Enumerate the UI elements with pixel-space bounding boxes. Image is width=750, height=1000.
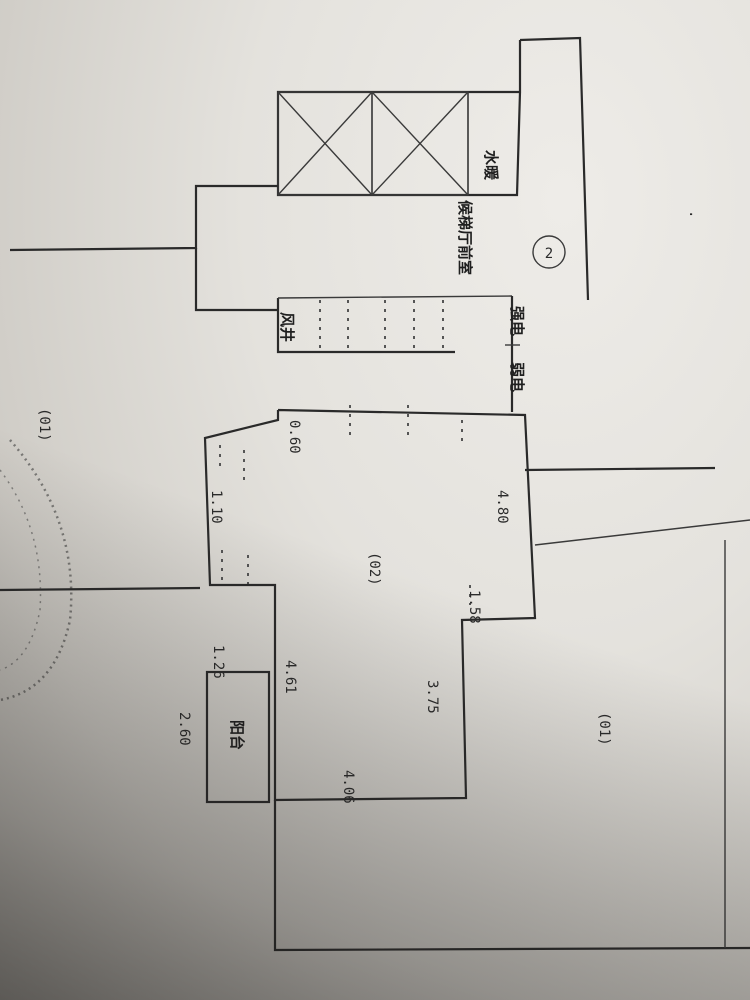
dimension-3-75: 3.75 [424,680,440,714]
shaft-top-line [277,295,513,299]
lower-left-wall [0,586,201,592]
weak-current-label: 弱电 [508,362,526,392]
dimension-0-60: 0.60 [286,420,302,454]
strong-current-label: 强电 [508,306,526,336]
dimension-4-06: 4.06 [340,770,356,804]
dimension-4-61: 4.61 [282,660,298,694]
balcony-label: 阳台 [228,720,246,750]
lobby-wall [9,184,278,252]
wind-shaft-label: 风井 [278,312,296,342]
elevator-shafts [277,91,469,196]
dimension-1-58: 1.58 [466,590,482,624]
lobby-lower-wall [194,248,278,312]
dimension-2-60: 2.60 [176,712,192,746]
dimension-4-80: 4.80 [494,490,510,524]
water-room-label: 水暖 [482,150,500,181]
right-partition [524,466,716,472]
unit-02-wall [203,408,537,802]
dashed-markers [219,300,471,605]
lower-right-wall [273,800,750,952]
paper-fold-line [534,519,750,546]
unit-label-center: (02) [366,552,382,586]
dimension-1-26: 1.26 [210,645,226,679]
stamp-seal [0,439,73,702]
lobby-label: 候梯厅前室 [456,200,474,275]
unit-label-left: (01) [36,408,52,442]
stray-mark: . [686,210,702,218]
unit-label-right: (01) [596,712,612,746]
upper-shaft-wall [519,36,590,301]
dimension-1-10: 1.10 [208,490,224,524]
circle-number: 2 [545,246,553,262]
